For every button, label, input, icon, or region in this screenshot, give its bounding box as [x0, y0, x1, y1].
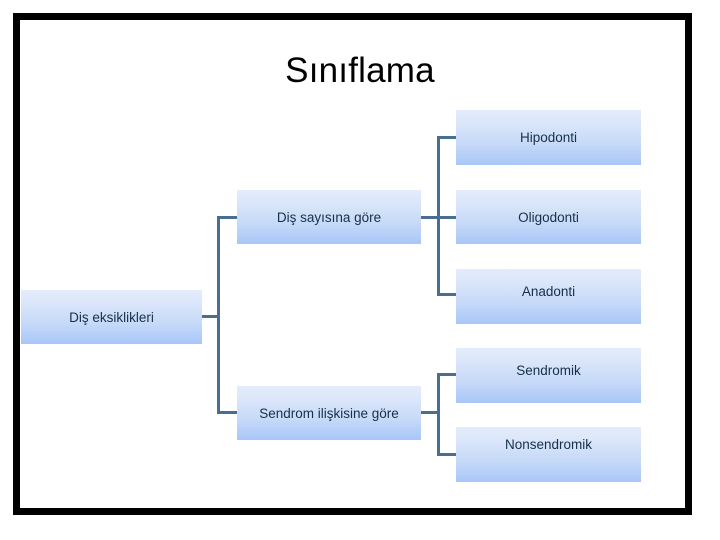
page-title: Sınıflama	[285, 51, 435, 90]
connector-to-nonsendromik	[437, 453, 457, 456]
node-hipodonti[interactable]: Hipodonti	[456, 110, 641, 165]
node-label: Sendrom ilişkisine göre	[259, 405, 399, 421]
node-label: Anadonti	[521, 284, 576, 299]
connector-root-spine	[217, 216, 220, 414]
node-label: Diş sayısına göre	[276, 209, 382, 225]
node-label: Hipodonti	[519, 130, 578, 145]
connector-branch2-spine	[437, 373, 440, 456]
node-dis-eksiklikleri[interactable]: Diş eksiklikleri	[21, 290, 202, 344]
node-sendrom-iliskisine-gore[interactable]: Sendrom ilişkisine göre	[237, 386, 421, 440]
connector-to-oligodonti	[437, 216, 457, 219]
node-label: Sendromik	[516, 363, 581, 378]
connector-branch1-stub	[421, 216, 439, 219]
node-label: Oligodonti	[518, 209, 579, 225]
connector-to-sendromik	[437, 373, 457, 376]
connector-to-sendrom-iliskisine-gore	[217, 411, 239, 414]
node-dis-sayisina-gore[interactable]: Diş sayısına göre	[237, 190, 421, 244]
node-nonsendromik[interactable]: Nonsendromik	[456, 427, 641, 482]
connector-branch2-stub	[421, 411, 439, 414]
node-anadonti[interactable]: Anadonti	[456, 269, 641, 324]
node-oligodonti[interactable]: Oligodonti	[456, 190, 641, 244]
node-label: Diş eksiklikleri	[69, 309, 154, 325]
node-label: Nonsendromik	[504, 437, 593, 452]
connector-to-hipodonti	[437, 136, 457, 139]
node-sendromik[interactable]: Sendromik	[456, 348, 641, 403]
connector-root-stub	[202, 315, 220, 318]
connector-to-anadonti	[437, 293, 457, 296]
connector-to-dis-sayisina-gore	[217, 216, 239, 219]
